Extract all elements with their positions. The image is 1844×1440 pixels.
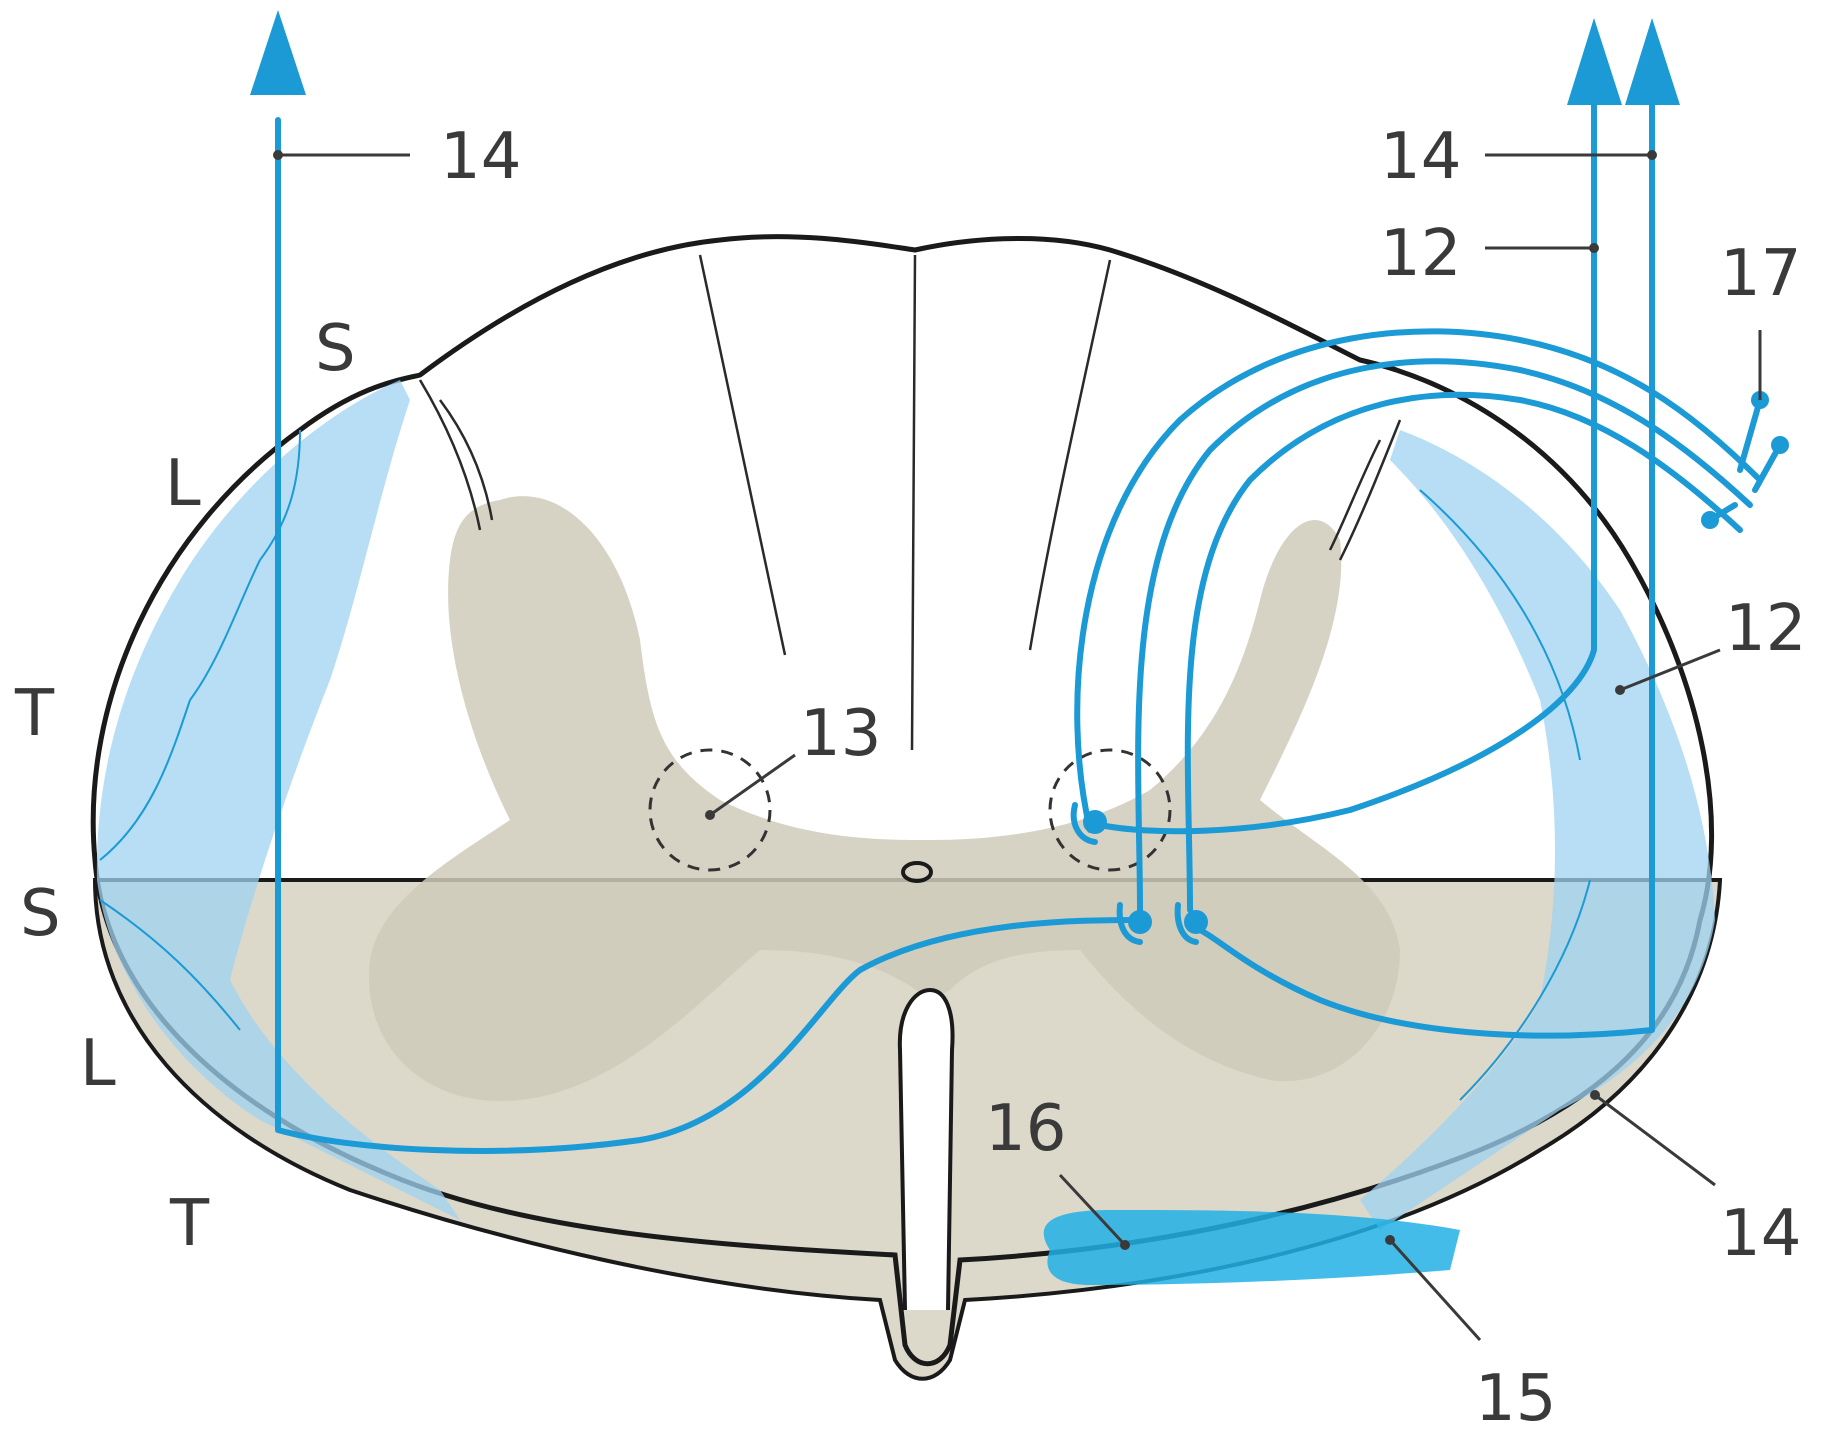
label-14-top-left: 14: [440, 120, 521, 194]
pathway-right-ascending-outer: [1197, 97, 1655, 1039]
segment-line-1: [259, 429, 301, 561]
leader-13: [709, 753, 796, 817]
dorsal-root-entry-right: [1328, 419, 1402, 561]
synapse-3: [1184, 910, 1208, 934]
leader-12-right: [1619, 648, 1721, 692]
leader-dot-12-top: [1589, 243, 1599, 253]
dashed-nucleus-left: [648, 748, 772, 872]
segment-line-3: [99, 699, 191, 861]
number-labels: 14 14 12 17 12 13 16 14 15: [440, 120, 1806, 1436]
arrowhead-left: [250, 10, 306, 95]
segment-line-2: [189, 559, 261, 701]
dorsal-root-entry-left: [418, 379, 494, 531]
label-12-right: 12: [1725, 592, 1806, 666]
somatotopy-lower-l: L: [80, 1027, 116, 1101]
gray-matter: [369, 496, 1400, 1102]
somatotopy-upper-s: S: [315, 312, 356, 386]
posterior-median-septum: [910, 254, 917, 751]
receptor-branch-1: [1737, 397, 1763, 473]
dorsal-intermediate-septum-right: [1028, 259, 1112, 651]
somatotopy-labels: S L T S L T: [14, 312, 356, 1261]
leader-dot-16: [1120, 1240, 1130, 1250]
label-14-bottom-right: 14: [1720, 1197, 1801, 1271]
spinal-cord-section: [90, 234, 1723, 1381]
anterior-median-fissure: [897, 987, 955, 1311]
somatotopy-lower-s: S: [20, 877, 61, 951]
dorsal-root-arc-2: [1135, 358, 1753, 913]
leader-dot-14-bottom-right: [1590, 1090, 1600, 1100]
pathway-left-ascending: [275, 117, 1143, 1154]
dorsal-intermediate-septum-left: [698, 254, 787, 656]
label-13: 13: [800, 697, 881, 771]
pathway-right-ascending-inner: [1097, 97, 1597, 835]
leader-14-bottom-right: [1594, 1093, 1716, 1187]
pathways: [250, 10, 1789, 1154]
synapse-2: [1128, 910, 1152, 934]
leader-15: [1388, 1238, 1482, 1342]
white-matter: [90, 234, 1715, 1367]
dorsal-root-arc-3: [1184, 391, 1743, 913]
label-14-top-right: 14: [1380, 120, 1461, 194]
somatotopy-upper-l: L: [165, 447, 201, 521]
leader-dot-12-right: [1615, 685, 1625, 695]
leader-lines: [273, 150, 1762, 1342]
leader-dot-13: [705, 810, 715, 820]
segment-line-4: [99, 899, 241, 1031]
label-16: 16: [985, 1092, 1066, 1166]
receptor-branch-2: [1752, 442, 1783, 493]
receptor-branch-3: [1707, 502, 1738, 523]
arrowhead-right-outer: [1625, 18, 1680, 105]
somatotopy-lower-t: T: [169, 1187, 210, 1261]
arrowhead-right-inner: [1567, 18, 1622, 105]
leader-dot-15: [1385, 1235, 1395, 1245]
leader-dot-14-top-left: [273, 150, 283, 160]
synapse-1: [1083, 810, 1107, 834]
leader-dot-14-top-right: [1647, 150, 1657, 160]
segment-line-5: [1419, 489, 1581, 761]
label-17: 17: [1720, 237, 1801, 311]
label-12-top: 12: [1380, 217, 1461, 291]
segment-line-6: [1459, 879, 1591, 1101]
central-canal: [901, 861, 933, 883]
synapse-cup-2: [1116, 902, 1143, 945]
label-15: 15: [1475, 1362, 1556, 1436]
leader-16: [1058, 1173, 1127, 1247]
dorsal-root-arc-1: [1074, 328, 1763, 833]
somatotopy-upper-t: T: [14, 677, 55, 751]
synapse-cup-1: [1070, 802, 1098, 845]
synapse-cup-3: [1174, 902, 1199, 945]
dashed-nucleus-right: [1048, 748, 1172, 872]
anterior-tract: [1043, 1210, 1460, 1285]
